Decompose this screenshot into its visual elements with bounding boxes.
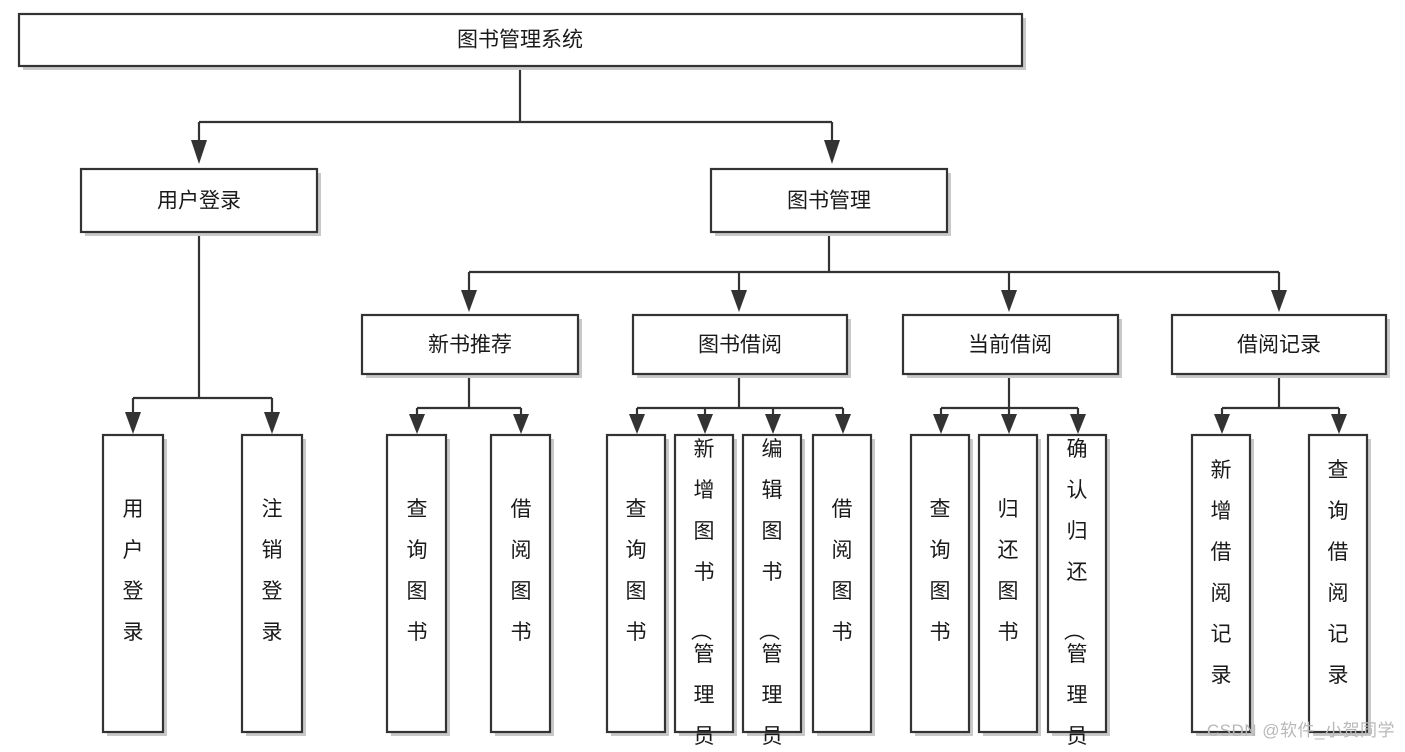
node-borrow-record[interactable]: 借阅记录: [1170, 313, 1390, 378]
node-new-book-recommend[interactable]: 新书推荐: [360, 313, 582, 378]
node-leaf-borrow-book-2-box[interactable]: [811, 433, 873, 734]
node-user-login-label: 用户登录: [157, 190, 241, 213]
node-leaf-borrow-book-2[interactable]: 借阅图书: [811, 433, 875, 736]
node-leaf-add-record-label: 新增借阅记录: [1211, 459, 1232, 687]
node-new-book-recommend-box[interactable]: [360, 313, 580, 376]
arrow-head-leaf-return-book: [1001, 414, 1017, 434]
arrow-head-leaf-query-book-1: [409, 414, 425, 434]
node-leaf-query-book-2[interactable]: 查询图书: [605, 433, 669, 736]
node-leaf-edit-book-box[interactable]: [741, 433, 803, 734]
arrow-head-current-borrow: [1001, 290, 1017, 312]
arrow-head-leaf-add-record: [1214, 414, 1230, 434]
node-leaf-edit-book[interactable]: 编辑图书（管理员）: [741, 433, 805, 748]
node-leaf-logout[interactable]: 注销登录: [240, 433, 306, 736]
node-book-management[interactable]: 图书管理: [709, 167, 951, 236]
node-current-borrow[interactable]: 当前借阅: [901, 313, 1122, 378]
node-leaf-query-book-1[interactable]: 查询图书: [385, 433, 450, 736]
node-book-borrow-box[interactable]: [631, 313, 849, 376]
node-leaf-confirm-return[interactable]: 确认归还（管理员）: [1046, 433, 1110, 748]
arrow-head-leaf-user-login: [125, 412, 141, 434]
node-leaf-query-book-3[interactable]: 查询图书: [909, 433, 973, 736]
arrow-head-leaf-logout: [264, 412, 280, 434]
node-leaf-return-book-label: 归还图书: [998, 498, 1019, 644]
node-user-login[interactable]: 用户登录: [79, 167, 321, 236]
connector-group-borrow-record: [1214, 374, 1347, 434]
arrow-head-leaf-confirm-return: [1070, 414, 1086, 434]
arrow-head-leaf-query-book-3: [933, 414, 949, 434]
node-leaf-user-login-box[interactable]: [101, 433, 165, 734]
arrow-head-borrow-record: [1271, 290, 1287, 312]
node-leaf-add-book-label: 新增图书（管理员）: [689, 438, 715, 747]
node-borrow-record-box[interactable]: [1170, 313, 1388, 376]
node-leaf-return-book-box[interactable]: [977, 433, 1039, 734]
node-leaf-edit-book-label: 编辑图书（管理员）: [757, 438, 783, 747]
node-book-management-box[interactable]: [709, 167, 949, 234]
node-leaf-query-book-1-box[interactable]: [385, 433, 448, 734]
node-book-management-label: 图书管理: [787, 190, 871, 213]
connector-group-root: [191, 66, 840, 164]
arrow-head-leaf-borrow-book-1: [513, 414, 529, 434]
node-root-label: 图书管理系统: [457, 29, 583, 52]
node-leaf-confirm-return-box[interactable]: [1046, 433, 1108, 734]
node-leaf-user-login[interactable]: 用户登录: [101, 433, 167, 736]
node-root-box[interactable]: [17, 12, 1024, 68]
node-leaf-query-book-3-box[interactable]: [909, 433, 971, 734]
node-leaf-add-book[interactable]: 新增图书（管理员）: [673, 433, 737, 748]
arrow-head-book-management: [824, 140, 840, 164]
node-leaf-query-book-2-box[interactable]: [605, 433, 667, 734]
arrow-head-book-borrow: [731, 290, 747, 312]
node-leaf-query-record[interactable]: 查询借阅记录: [1307, 433, 1371, 736]
node-leaf-query-book-3-label: 查询图书: [930, 498, 951, 644]
arrow-head-user-login: [191, 140, 207, 164]
node-leaf-borrow-book-2-label: 借阅图书: [832, 498, 853, 644]
node-leaf-borrow-book-1-box[interactable]: [489, 433, 552, 734]
node-current-borrow-box[interactable]: [901, 313, 1120, 376]
node-leaf-query-book-1-label: 查询图书: [407, 498, 428, 644]
node-user-login-box[interactable]: [79, 167, 319, 234]
arrow-head-leaf-query-record: [1331, 414, 1347, 434]
arrow-head-leaf-query-book-2: [629, 414, 645, 434]
node-leaf-user-login-label: 用户登录: [123, 498, 144, 644]
node-leaf-logout-box[interactable]: [240, 433, 304, 734]
node-leaf-query-record-box[interactable]: [1307, 433, 1369, 734]
node-new-book-recommend-label: 新书推荐: [428, 334, 512, 357]
node-leaf-borrow-book-1-label: 借阅图书: [511, 498, 532, 644]
node-leaf-query-book-2-label: 查询图书: [626, 498, 647, 644]
node-leaf-add-record-box[interactable]: [1190, 433, 1252, 734]
node-leaf-logout-label: 注销登录: [262, 498, 283, 644]
arrow-head-leaf-edit-book: [765, 414, 781, 434]
connector-group-book-borrow: [629, 374, 851, 434]
node-leaf-confirm-return-label: 确认归还（管理员）: [1062, 438, 1088, 747]
arrow-head-new-book-recommend: [461, 290, 477, 312]
csdn-watermark: CSDN @软件_小贺同学: [1206, 721, 1395, 740]
connector-group-new-book-recommend: [409, 374, 529, 434]
connector-group-user-login: [125, 232, 280, 434]
node-leaf-add-book-box[interactable]: [673, 433, 735, 734]
node-book-borrow[interactable]: 图书借阅: [631, 313, 851, 378]
arrow-head-leaf-add-book: [697, 414, 713, 434]
node-borrow-record-label: 借阅记录: [1237, 334, 1321, 357]
connector-group-current-borrow: [933, 374, 1086, 434]
node-current-borrow-label: 当前借阅: [968, 334, 1052, 357]
node-leaf-borrow-book-1[interactable]: 借阅图书: [489, 433, 554, 736]
connector-group-book-management: [461, 232, 1287, 312]
node-book-borrow-label: 图书借阅: [698, 334, 782, 357]
node-root[interactable]: 图书管理系统: [17, 12, 1026, 70]
node-leaf-query-record-label: 查询借阅记录: [1328, 459, 1349, 687]
arrow-head-leaf-borrow-book-2: [835, 414, 851, 434]
node-leaf-return-book[interactable]: 归还图书: [977, 433, 1041, 736]
node-leaf-add-record[interactable]: 新增借阅记录: [1190, 433, 1254, 736]
